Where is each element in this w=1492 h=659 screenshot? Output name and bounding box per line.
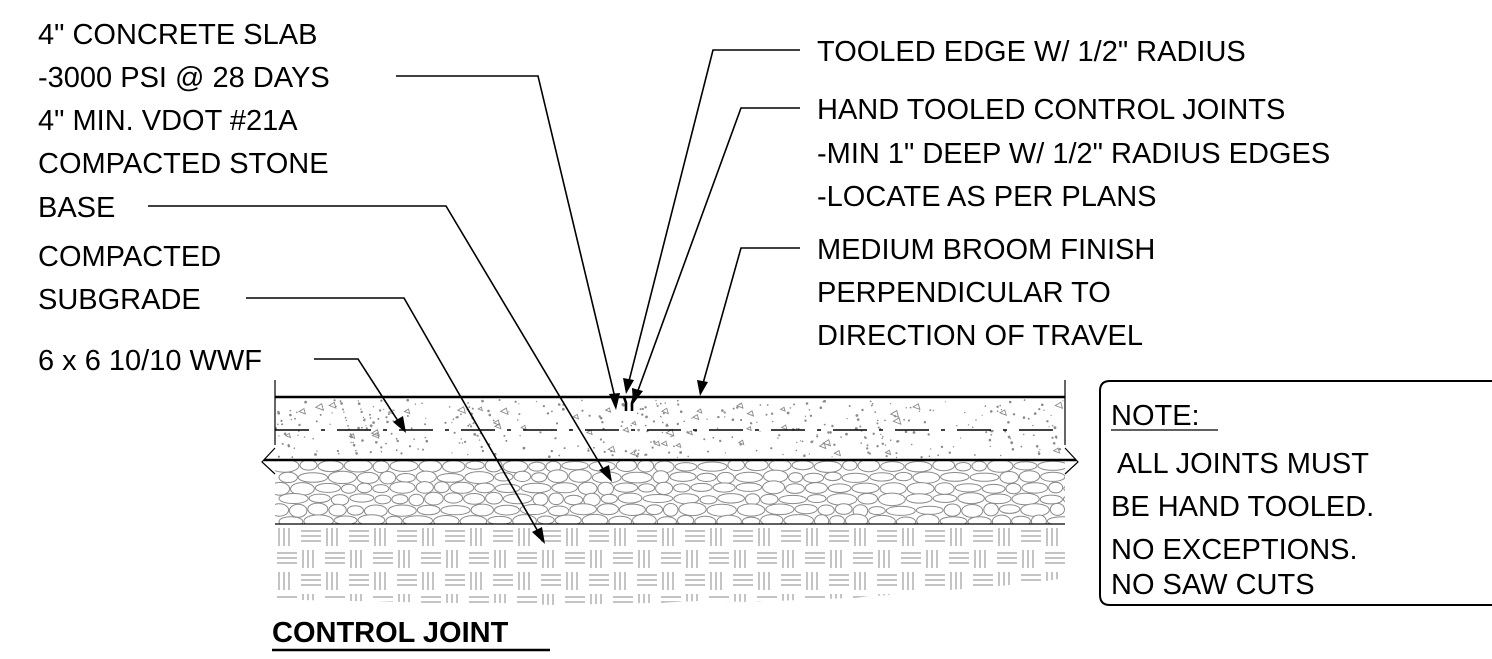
leader-lines xyxy=(148,49,800,544)
subgrade-section xyxy=(275,523,1065,605)
subgrade-hatch xyxy=(277,528,1065,605)
label-concrete-slab: 4" CONCRETE SLAB -3000 PSI @ 28 DAYS xyxy=(38,19,330,94)
arrowhead xyxy=(532,527,545,544)
leader-subgrade xyxy=(246,297,545,544)
leader-concrete-slab xyxy=(396,75,620,410)
arrowhead xyxy=(623,378,634,394)
leader-tooled-edge xyxy=(623,49,800,394)
note-heading: NOTE: xyxy=(1111,400,1200,432)
arrowhead xyxy=(632,388,643,404)
detail-title: CONTROL JOINT xyxy=(272,617,550,652)
label-line: BASE xyxy=(38,192,115,224)
label-line: 4" CONCRETE SLAB xyxy=(38,19,317,51)
label-control-joints: HAND TOOLED CONTROL JOINTS -MIN 1" DEEP … xyxy=(817,94,1330,213)
label-line: PERPENDICULAR TO xyxy=(817,277,1111,309)
right-break-mark xyxy=(1064,447,1079,475)
left-break-mark xyxy=(261,447,276,475)
label-line: -LOCATE AS PER PLANS xyxy=(817,181,1157,213)
note-border xyxy=(1099,380,1492,606)
concrete-aggregate-stipple xyxy=(275,398,1064,459)
label-line: -3000 PSI @ 28 DAYS xyxy=(38,62,330,94)
arrowhead xyxy=(599,465,612,482)
note-box: NOTE: ALL JOINTS MUST BE HAND TOOLED. NO… xyxy=(1099,380,1492,606)
leader-stone-base xyxy=(148,205,612,482)
label-line: 6 x 6 10/10 WWF xyxy=(38,345,262,377)
label-line: COMPACTED xyxy=(38,241,221,273)
arrowhead xyxy=(393,416,406,433)
arrowhead xyxy=(609,393,620,410)
detail-title-text: CONTROL JOINT xyxy=(272,617,509,649)
label-line: TOOLED EDGE W/ 1/2" RADIUS xyxy=(817,36,1246,68)
note-line: NO SAW CUTS xyxy=(1111,569,1315,601)
label-subgrade: COMPACTED SUBGRADE xyxy=(38,241,221,316)
stone-base-section xyxy=(261,447,1079,524)
label-line: SUBGRADE xyxy=(38,284,201,316)
label-line: 4" MIN. VDOT #21A xyxy=(38,105,298,137)
note-line: BE HAND TOOLED. xyxy=(1111,491,1374,523)
leader-control-joints xyxy=(632,107,800,404)
label-broom-finish: MEDIUM BROOM FINISH PERPENDICULAR TO DIR… xyxy=(817,234,1155,352)
concrete-slab-section xyxy=(274,380,1066,459)
label-line: -MIN 1" DEEP W/ 1/2" RADIUS EDGES xyxy=(817,138,1330,170)
leader-wwf xyxy=(314,358,406,433)
tooled-control-joint xyxy=(622,396,636,411)
label-wwf: 6 x 6 10/10 WWF xyxy=(38,345,262,377)
label-line: DIRECTION OF TRAVEL xyxy=(817,320,1143,352)
label-stone-base: 4" MIN. VDOT #21A COMPACTED STONE BASE xyxy=(38,105,329,224)
arrowhead xyxy=(697,380,708,396)
note-line: NO EXCEPTIONS. xyxy=(1111,534,1358,566)
label-line: HAND TOOLED CONTROL JOINTS xyxy=(817,94,1285,126)
stone-base-hatch xyxy=(275,461,1065,524)
label-line: MEDIUM BROOM FINISH xyxy=(817,234,1155,266)
note-line: ALL JOINTS MUST xyxy=(1117,448,1369,480)
label-tooled-edge: TOOLED EDGE W/ 1/2" RADIUS xyxy=(817,36,1246,68)
label-line: COMPACTED STONE xyxy=(38,148,329,180)
leader-broom-finish xyxy=(697,247,800,396)
